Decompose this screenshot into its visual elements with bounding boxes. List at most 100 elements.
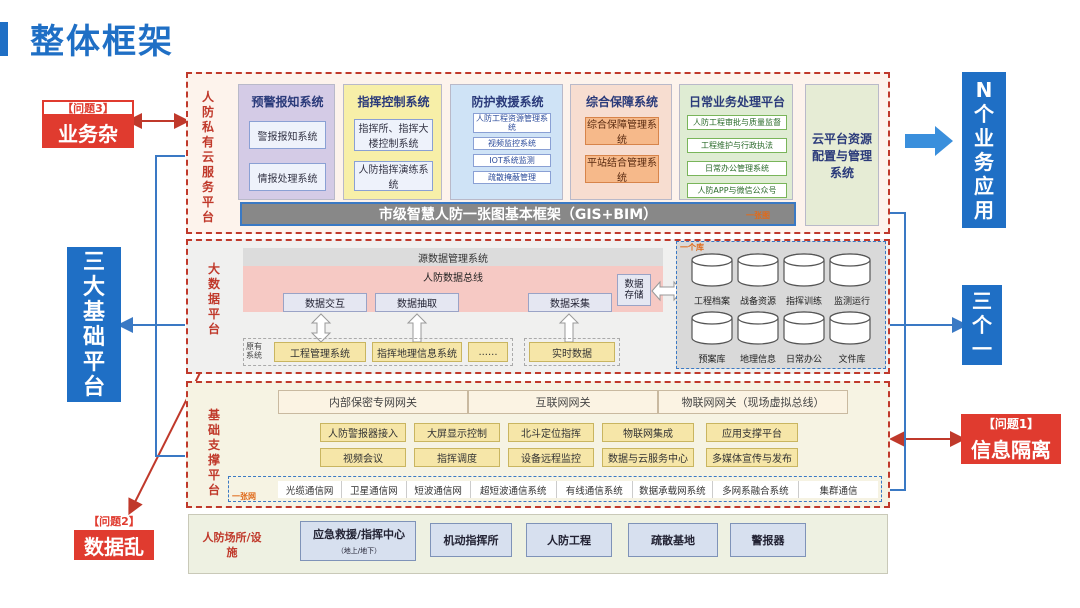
system-rescue-item: IOT系统监测 [473,154,551,167]
database-icon [829,311,871,345]
one-net-label: 一张网 [232,492,256,501]
system-rescue-item: 疏散掩蔽管理 [473,171,551,184]
one-map-label: 一张图 [746,211,770,220]
database-icon [829,253,871,287]
legacy-item: 工程管理系统 [274,342,366,362]
database-icon [691,253,733,287]
legacy-systems-group [243,338,513,366]
legacy-item: ...... [468,342,508,362]
support-module: 物联网集成 [602,423,694,442]
data-extract: 数据抽取 [375,293,459,312]
system-warning-item: 情报处理系统 [249,163,326,191]
gateway: 物联网网关（现场虚拟总线） [658,390,848,414]
legacy-item: 指挥地理信息系统 [372,342,462,362]
problem2-tag: 【问题2】 [88,515,140,528]
db-name: 文件库 [838,355,866,365]
database-icon [737,253,779,287]
realtime-group [524,338,620,366]
database-icon [691,311,733,345]
network-item: 卫星通信网 [342,481,407,498]
data-exchange: 数据交互 [283,293,367,312]
system-support: 综合保障系统 综合保障管理系统 平站结合管理系统 [570,84,672,200]
problem2-box: 【问题2】 数据乱 [74,513,154,563]
problem3-box: 【问题3】 业务杂 [42,100,134,150]
facility: 人防工程 [526,523,612,557]
n-apps-label: N个业务应用 [962,72,1006,228]
network-item: 多网系融合系统 [712,481,799,498]
to-apps-arrow-icon [905,126,953,156]
layer3-label: 基础支撑平台 [207,408,220,497]
database-icons [691,253,871,345]
system-daily-item: 工程维护与行政执法 [687,138,787,153]
network-item: 超短波通信系统 [470,481,557,498]
problem3-tag: 【问题3】 [42,100,134,116]
network-row: 光缆通信网 卫星通信网 短波通信网 超短波通信系统 有线通信系统 数据承载网系统… [278,481,878,498]
database-icon [737,311,779,345]
gateway: 内部保密专网网关 [278,390,468,414]
network-group [228,476,882,502]
realtime-data: 实时数据 [529,342,615,362]
title-accent-bar [0,22,8,56]
support-module: 数据与云服务中心 [602,448,694,467]
db-name: 监测运行 [833,297,870,307]
db-name: 指挥训练 [785,297,822,307]
system-rescue-title: 防护救援系统 [471,95,544,109]
network-item: 数据承载网系统 [632,481,713,498]
problem1-label: 信息隔离 [961,432,1061,464]
one-lib-label: 一个库 [680,243,704,252]
system-support-item: 平站结合管理系统 [585,155,659,184]
three-one-label: 三个一 [962,285,1002,365]
support-module: 大屏显示控制 [414,423,500,442]
network-item: 有线通信系统 [556,481,633,498]
cloud-resource-system: 云平台资源配置与管理系统 [805,84,879,226]
system-command-item: 指挥所、指挥大楼控制系统 [354,119,433,151]
support-module: 多媒体宣传与发布 [706,448,798,467]
facility-sub: （地上/地下） [336,547,382,555]
system-daily: 日常业务处理平台 人防工程审批与质量监督 工程维护与行政执法 日常办公管理系统 … [679,84,793,200]
problem1-tag: 【问题1】 [961,414,1061,432]
problem3-label: 业务杂 [42,116,134,148]
support-module: 人防警报器接入 [320,423,406,442]
layer1-label: 人防私有云服务平台 [201,90,214,224]
database-icon [783,311,825,345]
db-name: 工程档案 [693,297,730,307]
system-daily-item: 人防APP与微信公众号 [687,183,787,198]
support-module: 北斗定位指挥 [508,423,594,442]
system-support-title: 综合保障系统 [585,95,658,109]
support-module: 应用支撑平台 [706,423,798,442]
data-collect: 数据采集 [528,293,612,312]
three-platforms-label: 三大基础平台 [67,247,121,402]
legacy-systems-label: 原有系统 [246,342,262,360]
db-name: 日常办公 [785,355,822,365]
support-module: 视频会议 [320,448,406,467]
system-daily-title: 日常业务处理平台 [688,95,785,109]
source-data-mgmt: 源数据管理系统 [243,248,663,266]
data-storage: 数据存储 [617,274,651,306]
system-command: 指挥控制系统 指挥所、指挥大楼控制系统 人防指挥演练系统 [343,84,442,200]
system-warning-item: 警报报知系统 [249,121,326,149]
data-bus-label: 人防数据总线 [423,272,483,284]
db-name: 战备资源 [739,297,776,307]
gateway: 互联网网关 [468,390,658,414]
system-warning-title: 预警报知系统 [251,95,324,109]
page-title: 整体框架 [30,22,174,62]
facility: 应急救援/指挥中心 （地上/地下） [300,521,416,561]
problem2-label: 数据乱 [74,530,154,560]
system-rescue: 防护救援系统 人防工程资源管理系统 视频监控系统 IOT系统监测 疏散掩蔽管理 [450,84,563,200]
left-bracket [155,155,185,457]
db-name: 地理信息 [739,355,776,365]
system-daily-item: 日常办公管理系统 [687,161,787,176]
facility: 机动指挥所 [430,523,512,557]
system-rescue-item: 人防工程资源管理系统 [473,113,551,133]
system-rescue-item: 视频监控系统 [473,137,551,150]
problem1-box: 【问题1】 信息隔离 [961,414,1061,464]
support-module: 设备远程监控 [508,448,594,467]
system-daily-item: 人防工程审批与质量监督 [687,115,787,130]
layer4-label: 人防场所/设施 [202,531,262,559]
system-warning: 预警报知系统 警报报知系统 情报处理系统 [238,84,335,200]
gis-framework-bar: 市级智慧人防一张图基本框架（GIS+BIM） [240,202,796,226]
system-command-title: 指挥控制系统 [357,95,430,109]
facility-label: 应急救援/指挥中心 [312,528,406,541]
system-command-item: 人防指挥演练系统 [354,161,433,191]
network-item: 短波通信网 [406,481,471,498]
